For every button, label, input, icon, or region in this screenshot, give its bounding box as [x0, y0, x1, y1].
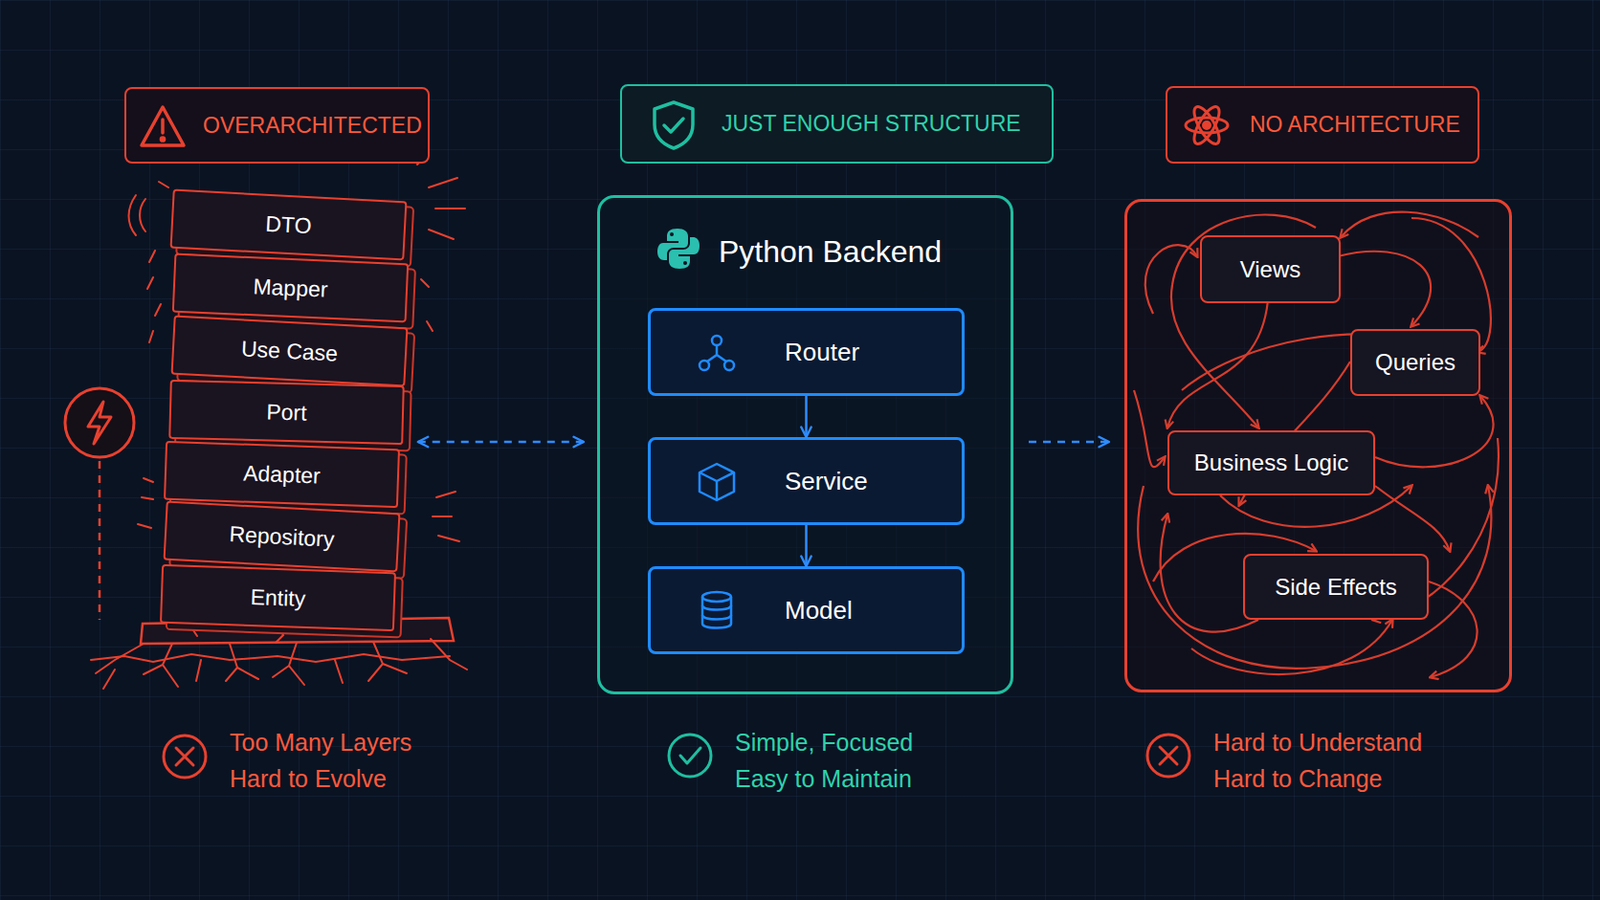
ground-cracks: [90, 626, 467, 689]
node-text: Service: [784, 466, 868, 497]
tangle-container: ViewsQueriesBusiness LogicSide Effects: [1124, 199, 1512, 693]
dashed-connector: [1028, 441, 1110, 445]
tangle-box: Business Logic: [1167, 430, 1376, 496]
node-text: Port: [266, 399, 308, 426]
backend-container: Python BackendRouterServiceModel: [597, 195, 1014, 695]
tangle-box: Side Effects: [1243, 554, 1429, 621]
caption-text: Simple, Focused: [734, 729, 913, 757]
caption-text: Hard to Evolve: [229, 765, 387, 794]
container-title: Python Backend: [718, 234, 942, 270]
vibration-marks: [129, 156, 467, 542]
layer-block: Mapper: [172, 253, 409, 324]
ok-icon-check: [680, 748, 701, 764]
node-text: Entity: [249, 584, 306, 613]
fail-icon: [1147, 734, 1190, 778]
node-text: Repository: [228, 521, 335, 554]
tangle-box: Views: [1200, 235, 1341, 304]
lightning-bolt: [88, 401, 112, 445]
fail-icon-cross: [1159, 747, 1178, 765]
process-box: Model: [647, 566, 965, 655]
dashed-connector: [418, 441, 584, 445]
layer-block: Repository: [163, 501, 401, 574]
section-header: OVERARCHITECTED: [124, 87, 430, 164]
node-text: Side Effects: [1274, 574, 1398, 601]
node-text: Adapter: [243, 460, 321, 489]
node-text: Model: [784, 596, 853, 626]
layer-block: DTO: [170, 189, 408, 262]
node-text: Business Logic: [1194, 449, 1349, 477]
layer-block: Use Case: [171, 315, 409, 388]
node-text: Use Case: [240, 335, 338, 367]
layer-block: Adapter: [163, 441, 400, 510]
section-header: JUST ENOUGH STRUCTURE: [620, 84, 1054, 164]
layer-block: Entity: [159, 564, 397, 633]
node-text: Router: [784, 337, 860, 368]
alarm-leader: [98, 461, 102, 621]
ok-icon: [668, 734, 712, 778]
fail-icon: [163, 735, 206, 778]
node-text: Mapper: [252, 273, 329, 303]
layer-block: Port: [168, 379, 405, 445]
process-box: Service: [647, 437, 965, 526]
tangle-box: Queries: [1350, 329, 1481, 397]
fail-icon-cross: [176, 748, 194, 766]
node-text: DTO: [265, 210, 312, 239]
process-box: Router: [647, 308, 965, 397]
caption-text: Hard to Understand: [1213, 729, 1423, 757]
caption-text: Easy to Maintain: [734, 765, 912, 794]
section-header: NO ARCHITECTURE: [1165, 86, 1480, 164]
node-text: JUST ENOUGH STRUCTURE: [721, 111, 1022, 137]
node-text: NO ARCHITECTURE: [1249, 111, 1461, 138]
node-text: Views: [1240, 256, 1302, 284]
alarm-circle: [65, 388, 134, 458]
caption-text: Hard to Change: [1213, 765, 1383, 794]
node-text: OVERARCHITECTED: [202, 112, 423, 139]
caption-text: Too Many Layers: [229, 729, 412, 757]
node-text: Queries: [1375, 349, 1456, 377]
